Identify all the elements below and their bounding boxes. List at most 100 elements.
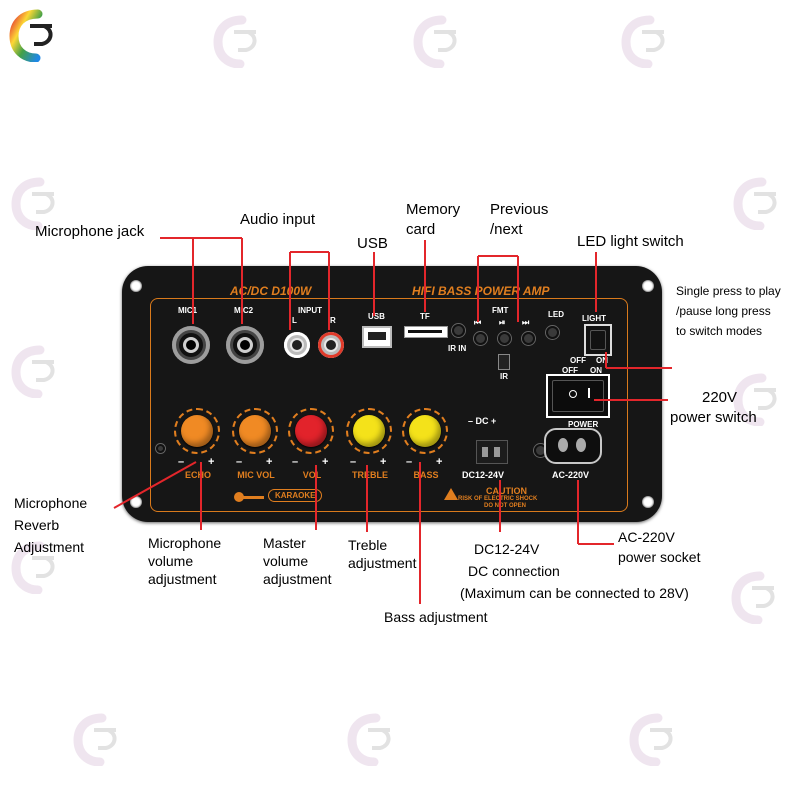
panel-screw	[156, 444, 165, 453]
dc-power-jack[interactable]	[476, 440, 508, 464]
callout-dc-2: DC connection	[468, 563, 560, 579]
knob-ring	[346, 408, 392, 454]
mic1-jack[interactable]	[172, 326, 210, 364]
led-label: LED	[548, 310, 564, 319]
knob-treble[interactable]	[353, 415, 385, 447]
knob-ring	[174, 408, 220, 454]
callout-power-switch-2: power switch	[670, 409, 757, 426]
light-label: LIGHT	[582, 314, 606, 323]
next-icon: ⏭	[522, 318, 530, 327]
tf-card-slot[interactable]	[404, 326, 448, 338]
callout-mic-vol-3: adjustment	[148, 571, 217, 587]
knob-mic-vol[interactable]	[239, 415, 271, 447]
led-indicator	[546, 326, 559, 339]
callout-bass: Bass adjustment	[384, 609, 488, 625]
callout-reverb-3: Adjustment	[14, 539, 85, 555]
usb-label: USB	[368, 312, 385, 321]
callout-dc-1: DC12-24V	[474, 541, 540, 557]
callout-led-note-2: /pause long press	[676, 304, 771, 318]
knob-plus-sign: +	[322, 456, 329, 468]
ac-rating-label: AC-220V	[552, 470, 590, 480]
input-label: INPUT	[298, 306, 322, 315]
knob-plus-sign: +	[266, 456, 273, 468]
callout-master-2: volume	[263, 553, 309, 569]
karaoke-badge: KARAOKE	[268, 489, 323, 502]
caution-line-1: RISK OF ELECTRIC SHOCK	[458, 496, 538, 502]
mic2-jack[interactable]	[226, 326, 264, 364]
ac-power-socket[interactable]	[544, 428, 602, 464]
mount-hole	[642, 280, 654, 292]
watermark-logo-icon	[346, 712, 400, 767]
warning-icon	[444, 488, 458, 500]
callout-usb: USB	[357, 235, 388, 252]
light-on-label: ON	[596, 356, 608, 365]
callout-led-note-1: Single press to play	[676, 284, 781, 298]
knob-minus-sign: –	[406, 456, 413, 468]
usb-port[interactable]	[362, 326, 392, 348]
knob-label: TREBLE	[352, 470, 388, 480]
knob-bass[interactable]	[409, 415, 441, 447]
power-switch-bar-icon	[588, 388, 590, 398]
fmt-label: FMT	[492, 306, 509, 315]
input-r-rca[interactable]	[318, 332, 344, 358]
dc-sign: – DC +	[468, 416, 497, 426]
mic-handle-icon	[242, 496, 264, 499]
watermark-logo-icon	[412, 14, 466, 69]
panel-title-left: AC/DC D100W	[230, 284, 312, 298]
mount-hole	[130, 496, 142, 508]
watermark-logo-icon	[10, 176, 64, 231]
callout-previous-next-1: Previous	[490, 201, 549, 218]
watermark-logo-icon	[732, 176, 786, 231]
knob-plus-sign: +	[436, 456, 443, 468]
watermark-logo-icon	[10, 540, 64, 595]
input-r-label: R	[330, 316, 336, 325]
dc-indicator	[534, 444, 547, 457]
panel-title-right: HIFI BASS POWER AMP	[412, 284, 550, 298]
power-switch-face-icon	[569, 390, 577, 398]
callout-dc-3: (Maximum can be connected to 28V)	[460, 585, 689, 601]
watermark-logo-icon	[628, 712, 682, 767]
knob-plus-sign: +	[208, 456, 215, 468]
input-l-label: L	[292, 316, 297, 325]
callout-treble-1: Treble	[348, 537, 388, 553]
callout-reverb-1: Microphone	[14, 495, 88, 511]
play-pause-button[interactable]	[498, 332, 511, 345]
knob-ring	[402, 408, 448, 454]
ir-receiver	[498, 354, 510, 370]
knob-label: ECHO	[184, 470, 211, 480]
callout-ac-2: power socket	[618, 549, 701, 565]
callout-mic-vol-2: volume	[148, 553, 194, 569]
power-off-label: OFF	[562, 366, 578, 375]
input-l-rca[interactable]	[284, 332, 310, 358]
callout-master-3: adjustment	[263, 571, 332, 587]
knob-plus-sign: +	[380, 456, 387, 468]
dc-rating-label: DC12-24V	[462, 470, 505, 480]
watermark-logo-icon	[72, 712, 126, 767]
previous-icon: ⏮	[474, 318, 482, 327]
ir-in-label: IR IN	[448, 344, 467, 353]
knob-vol[interactable]	[295, 415, 327, 447]
ir-label: IR	[500, 372, 508, 381]
callout-mic-vol-1: Microphone	[148, 535, 222, 551]
callout-reverb-2: Reverb	[14, 517, 60, 533]
callout-treble-2: adjustment	[348, 555, 417, 571]
brand-logo-icon	[8, 8, 62, 63]
caution-line-2: DO NOT OPEN	[484, 503, 527, 509]
power-switch[interactable]	[546, 374, 610, 418]
callout-memory-card-2: card	[406, 221, 436, 238]
led-light-switch[interactable]	[584, 324, 612, 356]
ir-in-jack[interactable]	[452, 324, 465, 337]
next-button[interactable]	[522, 332, 535, 345]
knob-echo[interactable]	[181, 415, 213, 447]
watermark-logo-icon	[10, 344, 64, 399]
knob-minus-sign: –	[236, 456, 243, 468]
callout-microphone-jack: Microphone jack	[35, 223, 145, 240]
watermark-logo-icon	[730, 570, 784, 625]
mic1-label: MIC1	[178, 306, 198, 315]
callout-audio-input: Audio input	[240, 211, 316, 228]
caution-title: CAUTION	[486, 486, 527, 496]
play-pause-icon: ⏯	[499, 318, 506, 327]
knob-minus-sign: –	[178, 456, 185, 468]
previous-button[interactable]	[474, 332, 487, 345]
